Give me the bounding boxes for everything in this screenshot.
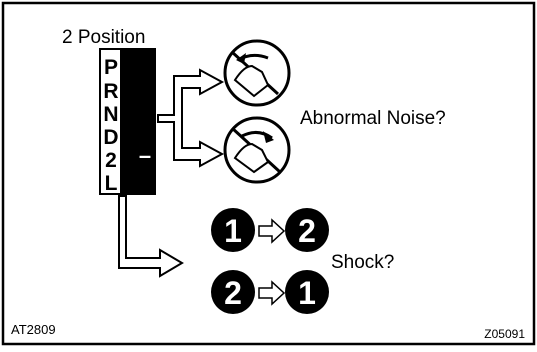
figure-code-left: AT2809 [11,322,56,337]
gear-badge-from [211,270,255,314]
shift-position-p: P [104,56,118,79]
gear-label-from: 2 [224,275,242,311]
shift-position-n: N [103,103,118,126]
shift-position-2: 2 [105,149,117,172]
shift-arrow [258,280,286,306]
noise-circle-downshift [223,116,291,184]
gear-badge-to [285,208,329,252]
gear-badge-to [285,270,329,314]
gear-label-to: 1 [298,275,316,311]
shift-position-l: L [105,172,118,195]
shift-position-labels: P R N D 2 L [103,56,118,195]
noise-circle-upshift [223,39,291,107]
shock-arrow [118,195,184,278]
shift-position-d: D [103,126,118,149]
shift-position-r: R [103,80,118,103]
gear-label-to: 2 [298,213,316,249]
downshift-sequence: 2 1 [211,270,329,314]
gear-label-from: 1 [224,213,242,249]
shift-arrow [258,218,286,244]
abnormal-noise-label: Abnormal Noise? [300,108,446,129]
figure-code-right: Z05091 [484,327,525,341]
gear-badge-from [211,208,255,252]
shock-label: Shock? [331,252,394,273]
shift-gate [99,48,156,195]
noise-arrows [157,68,225,168]
diagram-title: 2 Position [62,27,145,48]
upshift-sequence: 1 2 [211,208,329,252]
selected-position-marker: – [139,143,151,168]
diagram-border [1,1,536,346]
